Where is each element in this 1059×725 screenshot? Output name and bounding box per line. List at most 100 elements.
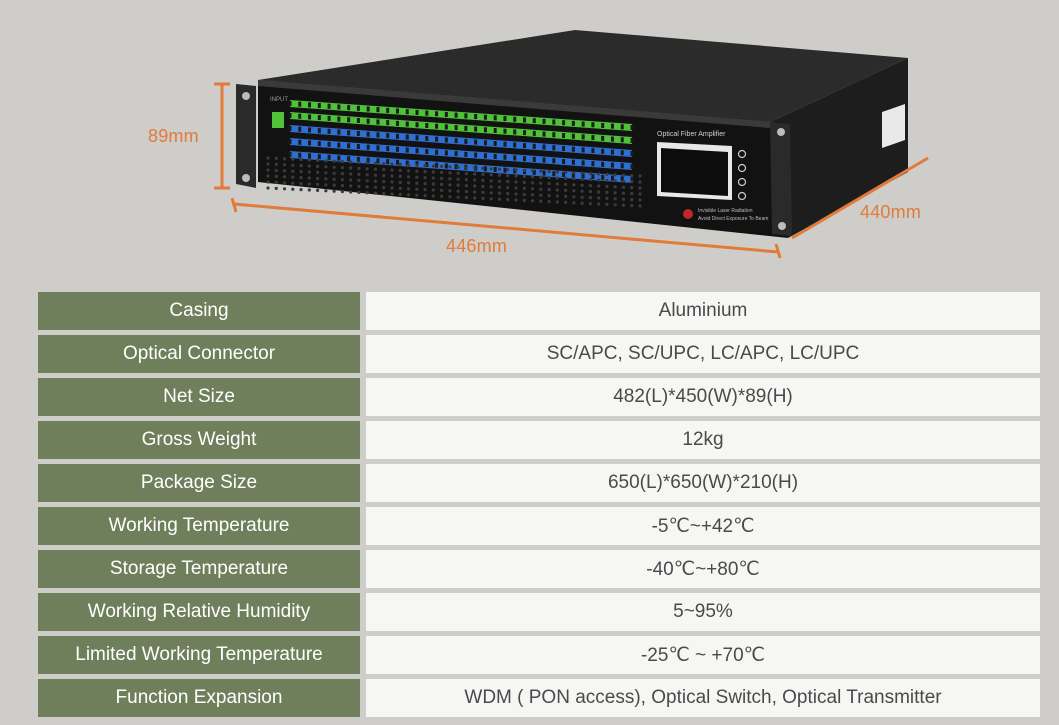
vent-hole: [497, 173, 502, 177]
vent-hole: [539, 169, 543, 173]
vent-hole: [365, 191, 369, 195]
vent-hole: [605, 190, 609, 194]
vent-hole: [580, 177, 584, 181]
vent-hole: [431, 188, 435, 192]
vent-hole: [324, 183, 328, 187]
fiber-connector: [483, 114, 487, 120]
connector-array: [288, 100, 634, 183]
fiber-connector: [347, 105, 351, 111]
vent-hole: [464, 178, 468, 182]
fiber-connector: [532, 169, 536, 175]
vent-hole: [580, 195, 584, 199]
fiber-connector: [552, 132, 556, 138]
fiber-connector: [327, 154, 331, 160]
vent-hole: [547, 188, 551, 192]
vent-hole: [621, 173, 626, 177]
vent-hole: [497, 179, 502, 183]
fiber-connector: [366, 118, 370, 124]
vent-hole: [613, 203, 617, 207]
laser-warning-icon: [683, 209, 693, 219]
vent-hole: [299, 182, 303, 186]
vent-hole: [357, 178, 361, 182]
vent-hole: [580, 171, 584, 175]
spec-value: 12kg: [366, 421, 1040, 459]
vent-hole: [456, 183, 460, 187]
vent-hole: [605, 196, 609, 200]
spec-value: 482(L)*450(W)*89(H): [366, 378, 1040, 416]
vent-hole: [522, 198, 526, 202]
vent-hole: [365, 185, 369, 189]
vent-hole: [456, 165, 460, 169]
vent-hole: [572, 177, 576, 181]
fiber-connector: [415, 148, 419, 154]
vent-hole: [506, 174, 510, 178]
vent-hole: [522, 192, 526, 196]
vent-hole: [357, 184, 361, 188]
rack-ear-right: [770, 122, 792, 236]
fiber-connector: [444, 124, 448, 130]
fiber-connector: [308, 127, 312, 133]
vent-hole: [522, 186, 526, 190]
vent-hole: [332, 171, 336, 175]
vent-hole: [382, 168, 386, 172]
fiber-connector: [591, 148, 595, 154]
fiber-connector: [347, 130, 351, 136]
fiber-connector: [405, 134, 409, 140]
fiber-connector: [483, 153, 487, 159]
fiber-connector: [630, 138, 634, 143]
vent-hole: [382, 180, 386, 184]
vent-hole: [324, 177, 328, 181]
vent-hole: [555, 182, 559, 186]
vent-hole: [440, 170, 444, 174]
vent-hole: [497, 167, 502, 171]
vent-hole: [332, 177, 336, 181]
fiber-connector: [337, 104, 341, 110]
connector-strip: [290, 151, 632, 183]
fiber-connector: [366, 157, 370, 163]
vent-hole: [316, 164, 320, 168]
fiber-connector: [415, 109, 419, 115]
fiber-connector: [405, 160, 409, 166]
vent-hole: [382, 186, 386, 190]
vent-hole: [555, 200, 559, 204]
fiber-connector: [610, 162, 614, 168]
vent-hole: [266, 174, 270, 178]
vent-hole: [473, 166, 477, 170]
fiber-connector: [405, 147, 409, 153]
vent-hole: [316, 170, 320, 174]
fiber-connector: [405, 121, 409, 127]
height-dimension-line: [214, 82, 230, 190]
vent-hole: [564, 182, 568, 186]
vent-hole: [572, 183, 576, 187]
vent-hole: [440, 188, 444, 192]
rack-ear-hole: [242, 174, 250, 182]
vent-hole: [621, 179, 626, 183]
fiber-connector: [591, 161, 595, 167]
fiber-connector: [552, 145, 556, 151]
vent-hole: [349, 184, 353, 188]
vent-hole: [291, 157, 295, 161]
spec-label: Package Size: [38, 464, 360, 502]
vent-hole: [307, 188, 311, 192]
vent-hole: [464, 184, 468, 188]
fiber-connector: [601, 135, 605, 141]
vent-hole: [274, 156, 278, 160]
vent-hole: [448, 171, 452, 175]
vent-hole: [332, 159, 336, 163]
panel-button: [737, 149, 747, 159]
vent-hole: [440, 194, 444, 198]
spec-value: WDM ( PON access), Optical Switch, Optic…: [366, 679, 1040, 717]
vent-hole: [514, 174, 518, 178]
vent-hole: [638, 180, 642, 184]
vent-hole: [464, 196, 468, 200]
vent-hole: [382, 192, 386, 196]
vent-hole: [539, 175, 543, 179]
fiber-connector: [571, 133, 575, 139]
vent-hole: [398, 180, 402, 184]
vent-hole: [597, 184, 601, 188]
fiber-connector: [395, 108, 399, 114]
fiber-connector: [532, 143, 536, 149]
panel-button: [737, 191, 747, 201]
vent-hole: [307, 164, 311, 168]
